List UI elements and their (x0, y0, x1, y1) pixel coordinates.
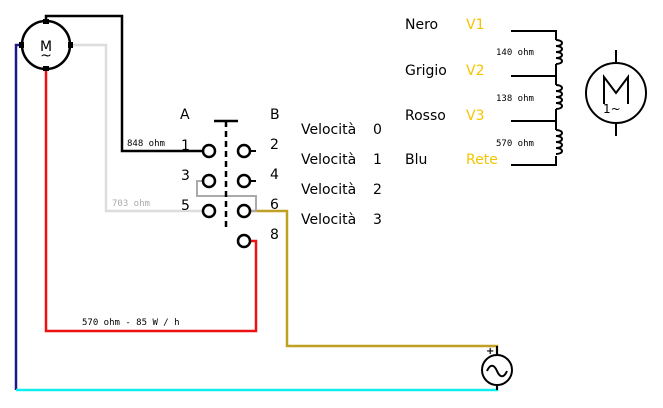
wire-black (44, 14, 202, 153)
wire-cyan (16, 385, 499, 392)
terminal-1[interactable] (201, 143, 217, 159)
terminal-6-label: 6 (270, 197, 279, 213)
legend-color: Rosso (405, 108, 446, 124)
speed-list: Velocità 0 Velocità 1 Velocità 2 Velocit… (301, 122, 382, 228)
coil-3 (555, 121, 563, 155)
terminal-5[interactable] (201, 203, 217, 219)
legend-tap: Rete (466, 152, 498, 168)
speed-label: Velocità (301, 152, 356, 168)
speed-label: Velocità (301, 182, 356, 198)
ac-source: + (481, 346, 513, 390)
motor-right-sub: 1~ (603, 102, 621, 116)
motor-left-sub: ~ (40, 48, 52, 64)
color-legend: Nero V1 Grigio V2 Rosso V3 Blu Rete (405, 17, 498, 168)
terminal-5-label: 5 (181, 198, 190, 214)
terminal-1-label: 1 (181, 138, 190, 154)
coil-3-label: 570 ohm (496, 139, 534, 149)
terminal-4[interactable] (236, 173, 256, 189)
terminal-8-label: 8 (270, 227, 279, 243)
wire-black-label: 848 ohm (127, 139, 165, 149)
coil-1 (555, 39, 563, 76)
speed-label: Velocità (301, 122, 356, 138)
legend-color: Grigio (405, 63, 447, 79)
terminal-4-label: 4 (270, 167, 279, 183)
terminal-2[interactable] (236, 143, 256, 159)
coil-1-label: 140 ohm (496, 48, 534, 58)
legend-tap: V2 (466, 63, 484, 79)
source-polarity: + (486, 346, 494, 357)
speed-value: 2 (373, 182, 382, 198)
terminal-3[interactable] (201, 173, 217, 189)
speed-label: Velocità (301, 212, 356, 228)
terminal-3-label: 3 (181, 168, 190, 184)
legend-tap: V1 (466, 17, 484, 33)
wire-navy (14, 43, 22, 390)
coil-2 (555, 76, 563, 121)
legend-tap: V3 (466, 108, 484, 124)
speed-value: 0 (373, 122, 382, 138)
legend-color: Blu (405, 152, 427, 168)
speed-value: 1 (373, 152, 382, 168)
wire-red-label: 570 ohm - 85 W / h (82, 318, 180, 328)
wire-grey (70, 43, 202, 213)
wire-red (44, 69, 258, 333)
column-a-label: A (180, 107, 190, 123)
column-b-label: B (270, 107, 280, 123)
motor-left: M ~ (19, 19, 73, 71)
coil-2-label: 138 ohm (496, 94, 534, 104)
terminal-6[interactable] (236, 203, 252, 219)
selector-switch[interactable]: A B 1 2 3 4 5 6 8 (180, 107, 280, 249)
motor-left-symbol: M (40, 39, 52, 55)
coil-stack (511, 30, 563, 166)
wire-grey-label: 703 ohm (112, 199, 150, 209)
wire-olive (250, 209, 499, 355)
motor-right: 1~ (585, 50, 647, 136)
speed-value: 3 (373, 212, 382, 228)
terminal-8[interactable] (236, 233, 252, 249)
legend-color: Nero (405, 17, 438, 33)
terminal-2-label: 2 (270, 137, 279, 153)
